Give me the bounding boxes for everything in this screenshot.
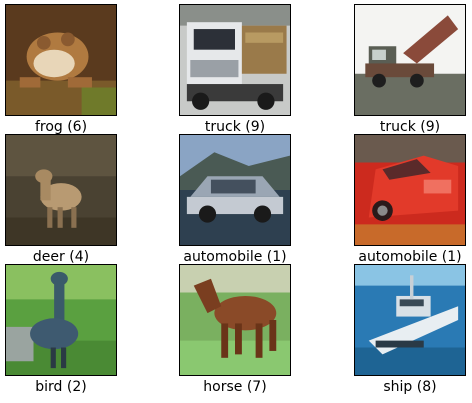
image-label: deer (4): [32, 249, 90, 265]
deer-image: [5, 134, 117, 246]
image-label: automobile (1): [183, 249, 287, 265]
red-car-image: [354, 134, 466, 246]
dump-truck-image: [354, 4, 466, 116]
truck-image: [179, 4, 291, 116]
frog-image: [5, 4, 117, 116]
image-tile: automobile (1): [179, 134, 291, 265]
image-tile: truck (9): [354, 4, 466, 135]
image-label: truck (9): [379, 119, 441, 135]
silver-car-image: [179, 134, 291, 246]
image-tile: horse (7): [179, 264, 291, 395]
image-tile: bird (2): [5, 264, 117, 395]
image-tile: truck (9): [179, 4, 291, 135]
ship-image: [354, 264, 466, 376]
horse-image: [179, 264, 291, 376]
image-label: bird (2): [35, 379, 87, 395]
image-label: automobile (1): [358, 249, 462, 265]
bird-image: [5, 264, 117, 376]
image-tile: frog (6): [5, 4, 117, 135]
image-tile: automobile (1): [354, 134, 466, 265]
image-label: frog (6): [34, 119, 88, 135]
image-label: ship (8): [383, 379, 437, 395]
image-label: truck (9): [204, 119, 266, 135]
image-label: horse (7): [203, 379, 267, 395]
image-tile: ship (8): [354, 264, 466, 395]
image-tile: deer (4): [5, 134, 117, 265]
